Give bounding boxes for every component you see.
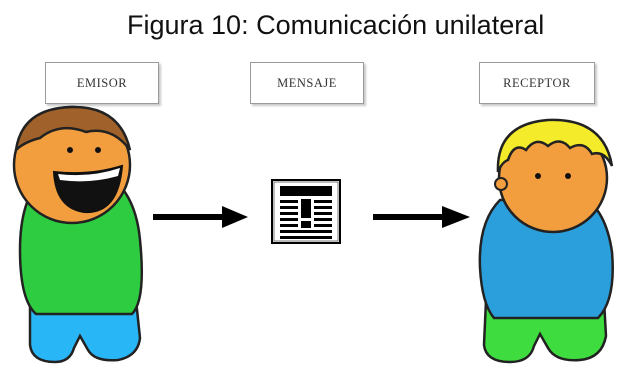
mensaje-label: MENSAJE <box>277 75 337 90</box>
receiver-ear <box>494 177 508 191</box>
receiver-eye <box>565 173 571 179</box>
message-document-icon <box>271 179 341 244</box>
arrow-right-icon <box>153 206 248 228</box>
figure-caption: Figura 10: Comunicación unilateral <box>127 10 545 40</box>
arrow-right-icon <box>373 206 470 228</box>
sender-figure <box>12 105 144 364</box>
receiver-hair <box>496 118 614 173</box>
sender-pants <box>28 298 142 364</box>
sender-eye <box>95 147 101 153</box>
emisor-label-box: EMISOR <box>45 62 159 104</box>
sender-eye <box>67 147 73 153</box>
receptor-label-box: RECEPTOR <box>479 62 595 104</box>
sender-teeth <box>58 168 120 182</box>
receiver-figure <box>478 118 614 364</box>
receiver-eye <box>535 173 541 179</box>
mensaje-label-box: MENSAJE <box>250 62 364 104</box>
sender-hair <box>14 105 132 154</box>
receiver-shirt <box>478 194 614 320</box>
receptor-label: RECEPTOR <box>503 75 571 90</box>
emisor-label: EMISOR <box>76 75 128 90</box>
